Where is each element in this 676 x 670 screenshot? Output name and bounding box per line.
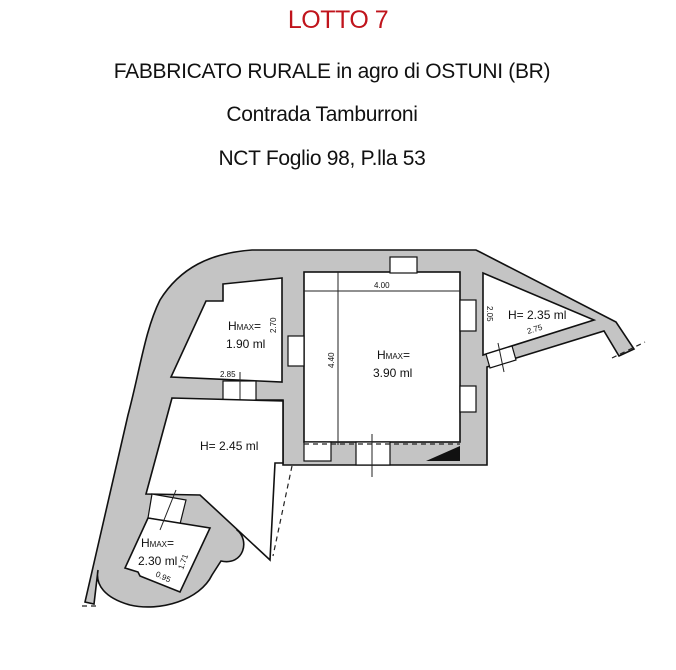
svg-text:4.00: 4.00: [374, 281, 390, 290]
niche-left: [287, 335, 305, 367]
svg-text:H= 2.35 ml: H= 2.35 ml: [508, 308, 566, 322]
svg-text:2.85: 2.85: [220, 370, 236, 379]
svg-text:2.30 ml: 2.30 ml: [138, 554, 177, 568]
svg-text:HMAX=: HMAX=: [228, 319, 261, 333]
building-description: FABBRICATO RURALE in agro di OSTUNI (BR): [113, 60, 551, 83]
svg-text:1.90 ml: 1.90 ml: [226, 337, 265, 351]
label-room-lower-left: H= 2.45 ml: [200, 439, 258, 453]
room-right-triangle: [482, 271, 597, 357]
niche-right-2: [459, 385, 477, 413]
cadastral-reference: NCT Foglio 98, P.lla 53: [218, 147, 426, 170]
room-small-bottom: [123, 517, 212, 594]
label-room-top-left: HMAX= 1.90 ml 2.70 2.85: [220, 317, 278, 379]
lot-title: LOTTO 7: [287, 6, 389, 34]
label-room-central: HMAX= 3.90 ml 4.00 4.40: [327, 281, 412, 380]
door-central: [355, 441, 391, 466]
niche-bottom-left: [303, 441, 332, 462]
svg-text:4.40: 4.40: [327, 352, 336, 368]
niche-right-1: [459, 299, 477, 332]
room-top-left: [169, 277, 283, 383]
stair-triangle: [426, 446, 460, 461]
room-central: [303, 271, 461, 443]
svg-text:HMAX=: HMAX=: [141, 536, 174, 550]
svg-text:2.05: 2.05: [485, 306, 494, 322]
niche-top: [389, 256, 418, 274]
svg-text:3.90 ml: 3.90 ml: [373, 366, 412, 380]
svg-text:2.70: 2.70: [269, 317, 278, 333]
svg-text:HMAX=: HMAX=: [377, 348, 410, 362]
locality: Contrada Tamburroni: [226, 103, 418, 126]
svg-text:H= 2.45 ml: H= 2.45 ml: [200, 439, 258, 453]
